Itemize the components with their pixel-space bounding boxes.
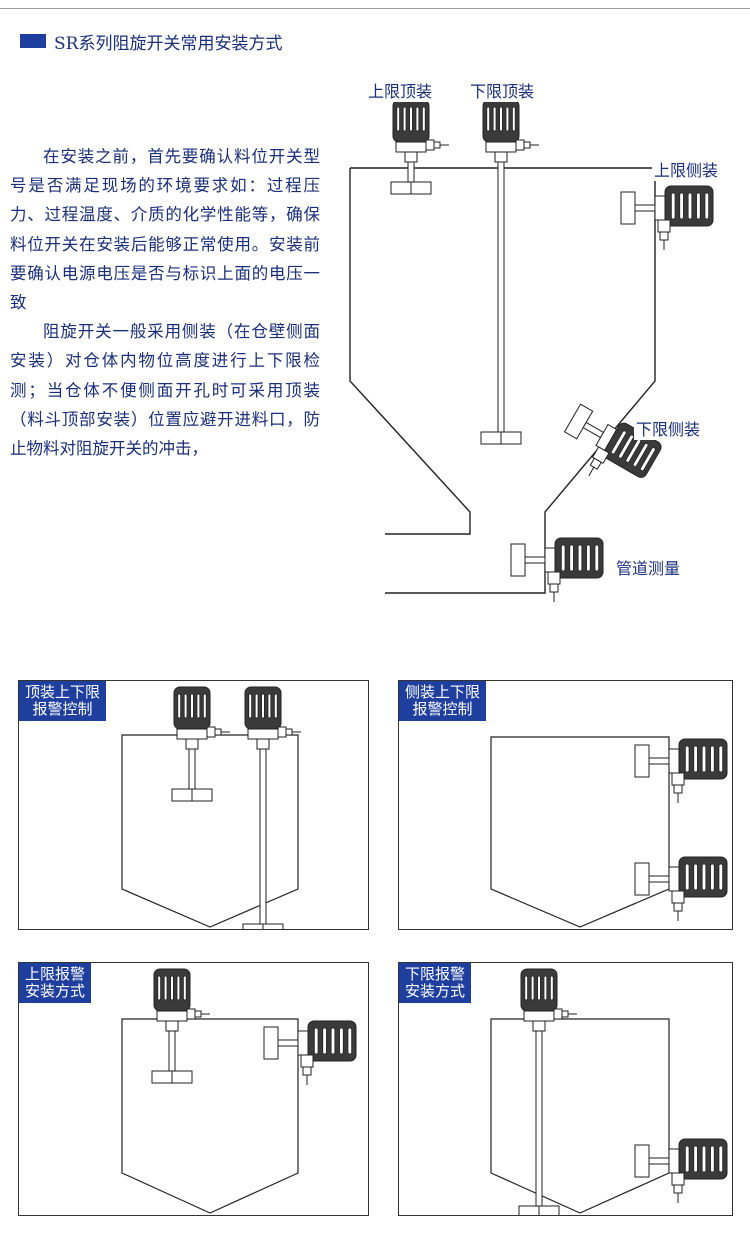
label-pipe-measure: 管道测量 xyxy=(614,555,683,579)
side-mount-switch-lower xyxy=(563,403,662,478)
section-title: SR系列阻旋开关常用安装方式 xyxy=(54,33,283,54)
panel-diagram xyxy=(121,968,357,1214)
top-mount-switch xyxy=(518,968,577,1215)
side-mount-switch-upper xyxy=(620,185,714,250)
label-top-upper: 上限顶装 xyxy=(366,78,435,102)
panel-diagram xyxy=(490,968,728,1215)
label-top-lower: 下限顶装 xyxy=(468,78,537,102)
intro-text: 在安装之前，首先要确认料位开关型号是否满足现场的环境要求如：过程压力、过程温度、… xyxy=(10,142,320,463)
top-mount-switch-upper xyxy=(390,99,449,195)
side-mount-switch xyxy=(634,856,728,921)
section-header: SR系列阻旋开关常用安装方式 xyxy=(20,31,283,54)
top-mount-switch xyxy=(171,686,230,802)
panel-label: 顶装上下限 报警控制 xyxy=(19,681,107,721)
side-mount-switch xyxy=(263,1020,357,1085)
panel-upper-alarm: 上限报警 安装方式 xyxy=(18,962,369,1216)
panel-label: 下限报警 安装方式 xyxy=(399,963,472,1003)
header-accent-square xyxy=(20,34,46,48)
panel-diagram xyxy=(121,686,301,929)
pipe-mount-switch xyxy=(510,537,604,602)
top-mount-switch-lower xyxy=(480,99,539,445)
top-mount-switch xyxy=(151,968,210,1084)
side-mount-switch xyxy=(634,738,728,803)
top-divider xyxy=(0,8,750,9)
label-side-lower: 下限侧装 xyxy=(634,416,703,440)
panel-top-upper-lower: 顶装上下限 报警控制 xyxy=(18,680,369,930)
top-mount-switch xyxy=(242,686,301,929)
panel-side-upper-lower: 侧装上下限 报警控制 xyxy=(398,680,733,930)
intro-paragraph: 阻旋开关一般采用侧装（在仓壁侧面安装）对仓体内物位高度进行上下限检测；当仓体不便… xyxy=(10,322,320,459)
intro-paragraph: 在安装之前，首先要确认料位开关型号是否满足现场的环境要求如：过程压力、过程温度、… xyxy=(10,147,320,313)
panel-lower-alarm: 下限报警 安装方式 xyxy=(398,962,733,1216)
label-side-upper: 上限侧装 xyxy=(652,157,721,181)
panel-label: 上限报警 安装方式 xyxy=(19,963,92,1003)
side-mount-switch xyxy=(634,1138,728,1203)
main-install-diagram xyxy=(349,99,714,602)
panel-diagram xyxy=(490,736,728,928)
panel-label: 侧装上下限 报警控制 xyxy=(399,681,487,721)
